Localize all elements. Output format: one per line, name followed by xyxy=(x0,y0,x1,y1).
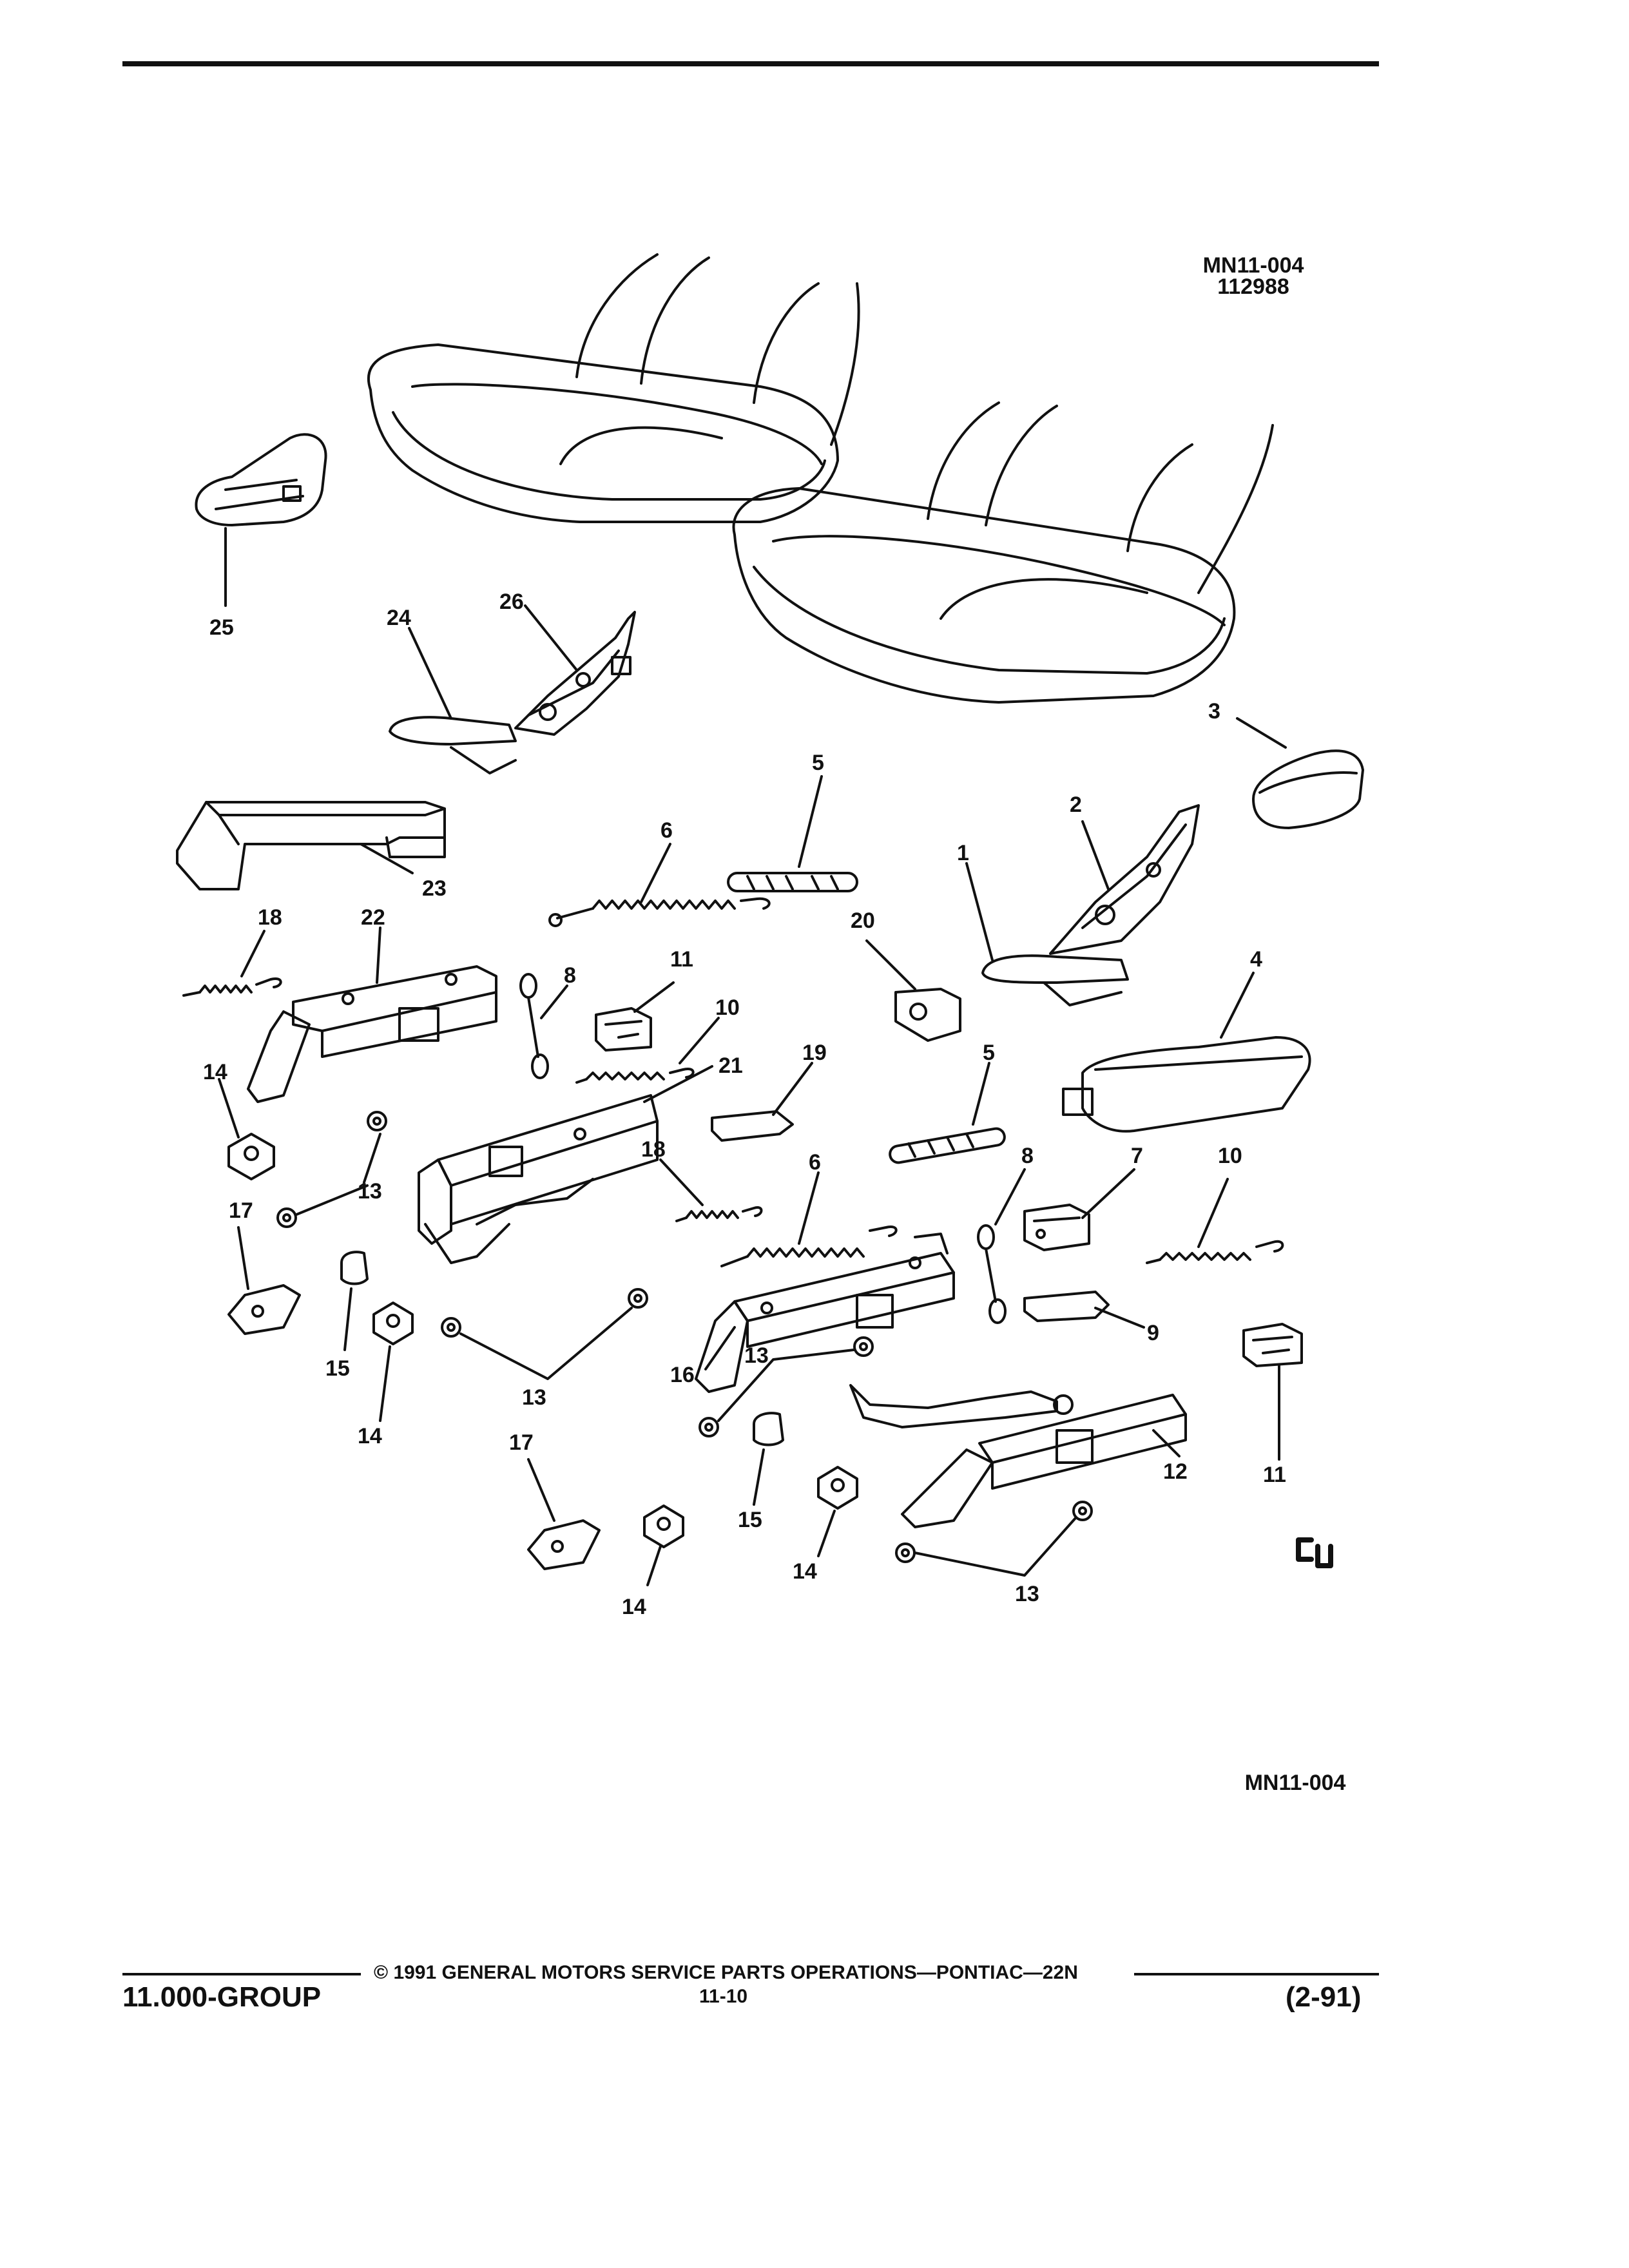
callout-18a: 18 xyxy=(258,905,282,930)
callout-22: 22 xyxy=(361,905,385,930)
part-8-link-upper xyxy=(519,973,568,1079)
part-12-seat-adjuster-right xyxy=(849,1384,1187,1528)
right-seat-back xyxy=(927,401,1274,594)
part-11-bracket-lower xyxy=(1242,1323,1303,1461)
part-26-recliner-mechanism xyxy=(514,604,636,736)
callout-5a: 5 xyxy=(812,751,824,775)
part-25-side-shield xyxy=(195,433,327,607)
callout-10a: 10 xyxy=(715,995,740,1020)
callout-1: 1 xyxy=(957,841,969,865)
figure-code-number: 112988 xyxy=(1217,274,1289,299)
part-14-nut-d xyxy=(817,1466,858,1557)
part-14-nut-a xyxy=(218,1078,275,1180)
gm-logo-mark xyxy=(1296,1537,1333,1568)
callout-14b: 14 xyxy=(358,1424,382,1448)
callout-23: 23 xyxy=(422,876,447,901)
part-11-bracket-upper xyxy=(595,981,675,1052)
part-9-bracket xyxy=(1023,1291,1145,1329)
callout-6b: 6 xyxy=(809,1150,821,1175)
callout-8b: 8 xyxy=(1021,1144,1034,1168)
part-19-bracket xyxy=(711,1062,813,1142)
callout-26: 26 xyxy=(499,590,524,614)
part-6-spring-upper xyxy=(548,843,771,927)
top-rule xyxy=(122,61,1379,66)
part-7-bracket xyxy=(1023,1168,1135,1251)
callout-14c: 14 xyxy=(622,1595,646,1619)
footer-revision: (2-91) xyxy=(1286,1981,1362,2013)
footer-page-number: 11-10 xyxy=(699,1986,748,2007)
right-seat-cushion xyxy=(732,487,1236,704)
left-seat-back xyxy=(575,253,860,446)
callout-labels: 1 2 3 4 5 5 6 6 7 8 8 9 10 10 11 11 12 1… xyxy=(203,590,1286,1619)
callout-15b: 15 xyxy=(738,1508,762,1532)
callout-11b: 11 xyxy=(1263,1463,1286,1487)
part-15-clip-b xyxy=(753,1412,784,1506)
part-3-recliner-knob xyxy=(1236,717,1364,829)
callout-25: 25 xyxy=(209,615,234,640)
callout-5b: 5 xyxy=(983,1041,995,1065)
callout-8a: 8 xyxy=(564,963,576,988)
footer-group: 11.000-GROUP xyxy=(122,1981,322,2013)
callout-19: 19 xyxy=(802,1041,827,1065)
callout-17b: 17 xyxy=(509,1430,534,1455)
part-22-seat-adjuster-left xyxy=(247,927,497,1103)
part-18-spring-middle xyxy=(659,1158,763,1222)
callout-17a: 17 xyxy=(229,1198,253,1223)
callout-15a: 15 xyxy=(325,1356,350,1381)
part-4-trim-cover xyxy=(1062,972,1311,1133)
callout-2: 2 xyxy=(1070,793,1082,817)
part-10-spring-lower xyxy=(1146,1178,1284,1264)
part-21-seat-adjuster-frame xyxy=(418,1065,713,1264)
callout-13b: 13 xyxy=(522,1385,546,1410)
figure-code-top: MN11-004 xyxy=(1202,253,1304,278)
callout-21: 21 xyxy=(718,1053,743,1078)
footer-copyright: © 1991 GENERAL MOTORS SERVICE PARTS OPER… xyxy=(374,1962,1078,1983)
callout-18b: 18 xyxy=(641,1137,666,1162)
part-17-end-cap-b xyxy=(527,1458,601,1570)
callout-12: 12 xyxy=(1163,1459,1188,1484)
callout-16: 16 xyxy=(670,1363,695,1387)
left-seat-cushion xyxy=(367,343,839,523)
part-5-tube-lower xyxy=(889,1062,1006,1164)
callout-3: 3 xyxy=(1208,699,1220,724)
callout-4: 4 xyxy=(1250,947,1262,972)
callout-24: 24 xyxy=(387,606,411,630)
part-5-tube-upper xyxy=(727,775,858,892)
part-24-recliner-handle xyxy=(389,627,517,774)
callout-6a: 6 xyxy=(660,818,673,843)
figure-code-bottom: MN11-004 xyxy=(1244,1771,1346,1795)
callout-11a: 11 xyxy=(670,947,693,972)
part-10-spring-upper xyxy=(575,1017,720,1084)
part-16-seat-adjuster-right xyxy=(695,1233,955,1393)
callout-14d: 14 xyxy=(793,1559,817,1584)
part-20-bracket xyxy=(865,939,961,1042)
callout-7: 7 xyxy=(1131,1144,1143,1168)
footer-rule-right xyxy=(1134,1973,1379,1975)
part-17-end-cap-a xyxy=(227,1226,301,1335)
callout-9: 9 xyxy=(1147,1321,1159,1345)
callout-13c: 13 xyxy=(744,1343,769,1368)
callout-14a: 14 xyxy=(203,1060,227,1084)
footer-rule-left xyxy=(122,1973,361,1975)
part-14-nut-b xyxy=(372,1302,414,1422)
part-14-nut-c xyxy=(643,1504,684,1586)
callout-13d: 13 xyxy=(1015,1582,1039,1606)
callout-10b: 10 xyxy=(1218,1144,1242,1168)
part-2-recliner-mechanism xyxy=(1049,804,1200,955)
part-6-spring-lower xyxy=(720,1171,898,1267)
part-13-washers xyxy=(276,1111,1093,1577)
part-15-clip-a xyxy=(340,1251,369,1351)
part-8-link-lower xyxy=(977,1168,1026,1324)
part-1-recliner-handle xyxy=(965,862,1129,1006)
part-23-trim-cover xyxy=(176,801,446,890)
callout-13a: 13 xyxy=(358,1179,382,1204)
part-18-spring-left xyxy=(182,930,282,997)
callout-20: 20 xyxy=(851,908,875,933)
